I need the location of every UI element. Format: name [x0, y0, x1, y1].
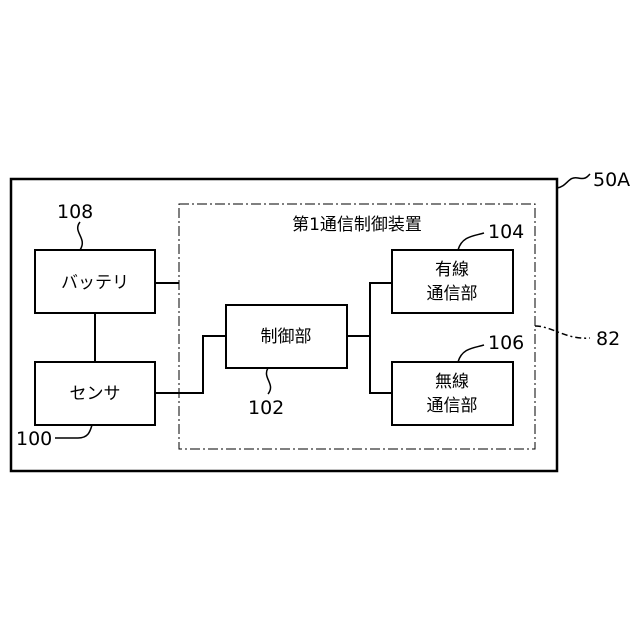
battery-ref: 108: [57, 201, 93, 223]
controller-ref-leader: [535, 326, 590, 338]
control-unit-ref: 102: [248, 397, 284, 419]
wired-comm-label-line2: 通信部: [427, 284, 478, 304]
wire-junction-wireless: [370, 336, 392, 393]
wired-comm-ref: 104: [488, 221, 524, 243]
wire-sensor-control: [155, 336, 226, 393]
battery-label: バッテリ: [61, 273, 129, 293]
sensor-ref-leader: [55, 425, 92, 438]
controller-ref: 82: [596, 328, 620, 350]
wireless-comm-label-line1: 無線: [435, 372, 469, 392]
control-unit-ref-leader: [266, 368, 270, 394]
wireless-comm-label-line2: 通信部: [427, 396, 478, 416]
sensor-ref: 100: [16, 428, 52, 450]
controller-title: 第1通信制御装置: [292, 215, 422, 235]
wired-comm-label-line1: 有線: [435, 260, 469, 280]
wired-comm-ref-leader: [458, 233, 484, 250]
wireless-comm-ref: 106: [488, 332, 524, 354]
wireless-comm-ref-leader: [458, 345, 484, 362]
device-ref: 50A: [593, 169, 630, 191]
sensor-label: センサ: [70, 384, 121, 404]
battery-ref-leader: [78, 222, 83, 250]
control-unit-label: 制御部: [261, 327, 312, 347]
device-ref-leader: [557, 174, 590, 188]
wire-junction-wired: [370, 283, 392, 336]
